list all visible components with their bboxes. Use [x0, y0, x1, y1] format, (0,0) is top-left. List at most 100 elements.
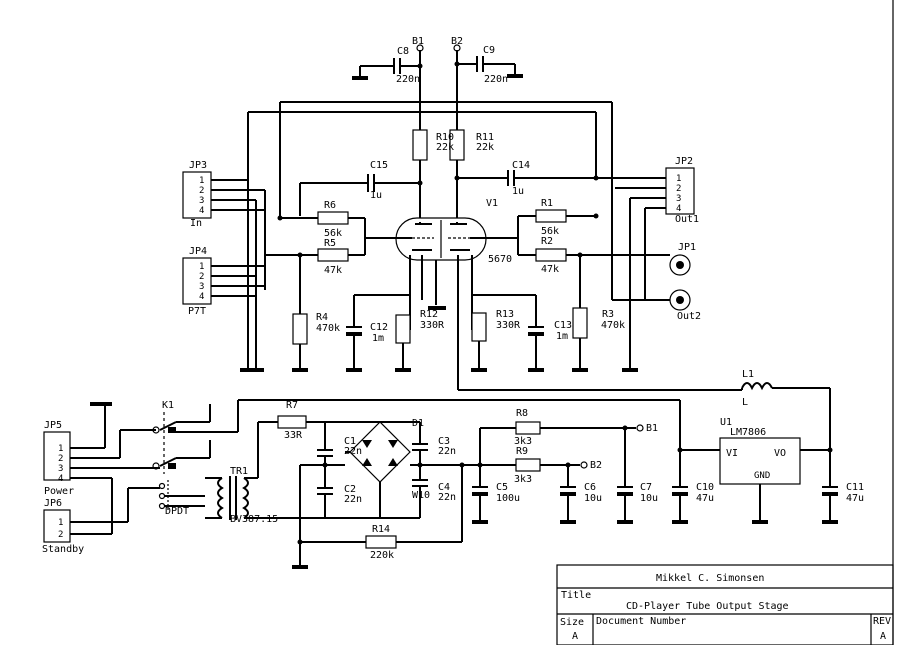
label-u1-vo: VO — [774, 448, 786, 459]
pin-label: 4 — [199, 292, 204, 302]
label-d1-value: W10 — [412, 490, 430, 501]
label-jp5: JP5 — [44, 420, 62, 431]
label-r6: R6 — [324, 200, 336, 211]
label-c14-value: 1u — [512, 186, 524, 197]
label-r14-value: 220k — [370, 550, 394, 561]
label-c4: C4 — [438, 482, 450, 493]
label-c11-value: 47u — [846, 493, 864, 504]
label-r1: R1 — [541, 198, 553, 209]
label-r6-value: 56k — [324, 228, 342, 239]
label-r8: R8 — [516, 408, 528, 419]
label-r7: R7 — [286, 400, 298, 411]
label-b1-out: B1 — [646, 423, 658, 434]
label-r5: R5 — [324, 238, 336, 249]
label-d1: D1 — [412, 418, 424, 429]
label-c7: C7 — [640, 482, 652, 493]
label-c6: C6 — [584, 482, 596, 493]
label-r12-value: 330R — [420, 320, 445, 331]
jp5-connector — [43, 431, 71, 481]
label-r1-value: 56k — [541, 226, 559, 237]
label-b1: B1 — [412, 36, 424, 47]
label-r10-value: 22k — [436, 142, 454, 153]
pin-label: 1 — [58, 444, 63, 454]
jp4-connector — [182, 257, 212, 305]
label-r12: R12 — [420, 309, 438, 320]
label-c12: C12 — [370, 322, 388, 333]
label-b2-out: B2 — [590, 460, 602, 471]
label-r11-value: 22k — [476, 142, 494, 153]
label-c8: C8 — [397, 46, 409, 57]
pin-label: 2 — [199, 272, 204, 282]
title-block-title: CD-Player Tube Output Stage — [626, 601, 789, 612]
label-u1: U1 — [720, 417, 732, 428]
pin-label: 3 — [676, 194, 681, 204]
label-r11: R11 — [476, 132, 494, 143]
label-jp1-name: Out2 — [677, 311, 701, 322]
pin-label: 1 — [676, 174, 681, 184]
label-l1: L1 — [742, 369, 754, 380]
pin-label: 2 — [199, 186, 204, 196]
label-c3-value: 22n — [438, 446, 456, 457]
label-r9-value: 3k3 — [514, 474, 532, 485]
pin-label: 3 — [58, 464, 63, 474]
label-r7-value: 33R — [284, 430, 303, 441]
label-jp3: JP3 — [189, 160, 207, 171]
label-r13: R13 — [496, 309, 514, 320]
label-c15-value: 1u — [370, 190, 382, 201]
pin-label: 2 — [58, 530, 63, 540]
label-r10: R10 — [436, 132, 454, 143]
pin-label: 2 — [676, 184, 681, 194]
label-c8-value: 220n — [396, 74, 420, 85]
jp2-connector — [665, 167, 695, 215]
label-c11: C11 — [846, 482, 864, 493]
label-jp4-name: P7T — [188, 306, 206, 317]
label-c10: C10 — [696, 482, 714, 493]
label-jp6: JP6 — [44, 498, 62, 509]
label-jp3-name: In — [190, 218, 202, 229]
label-c7-value: 10u — [640, 493, 658, 504]
pin-label: 4 — [676, 204, 681, 214]
label-c5-value: 100u — [496, 493, 520, 504]
label-c5: C5 — [496, 482, 508, 493]
pin-label: 4 — [199, 206, 204, 216]
label-v1: V1 — [486, 198, 498, 209]
label-u1-vi: VI — [726, 448, 738, 459]
label-r3-value: 470k — [601, 320, 625, 331]
label-c13-value: 1m — [556, 331, 568, 342]
power-supply — [43, 382, 838, 569]
jp6-connector — [43, 509, 71, 543]
component-labels: B1 B2 C8 220n C9 220n R10 22k R11 22k C1… — [42, 36, 864, 561]
pin-label: 3 — [199, 196, 204, 206]
label-r4: R4 — [316, 312, 328, 323]
title-block-docnum-label: Document Number — [596, 616, 686, 627]
title-block-rev-label: REV — [873, 616, 891, 627]
label-r4-value: 470k — [316, 323, 340, 334]
label-r2-value: 47k — [541, 264, 559, 275]
label-k1: K1 — [162, 400, 174, 411]
label-r3: R3 — [602, 309, 614, 320]
label-c3: C3 — [438, 436, 450, 447]
label-c13: C13 — [554, 320, 572, 331]
label-c6-value: 10u — [584, 493, 602, 504]
title-block: Mikkel C. Simonsen Title CD-Player Tube … — [556, 564, 894, 645]
pin-label: 1 — [58, 518, 63, 528]
label-c14: C14 — [512, 160, 530, 171]
label-r9: R9 — [516, 446, 528, 457]
label-jp5-name: Power — [44, 486, 74, 497]
label-jp1: JP1 — [678, 242, 696, 253]
label-r2: R2 — [541, 236, 553, 247]
label-l1-value: L — [742, 397, 748, 408]
jp3-connector — [182, 171, 212, 219]
jp1-rca-out1 — [669, 254, 691, 276]
label-tr1: TR1 — [230, 466, 248, 477]
pin-label: 2 — [58, 454, 63, 464]
label-jp4: JP4 — [189, 246, 207, 257]
label-r5-value: 47k — [324, 265, 342, 276]
pin-label: 4 — [58, 474, 63, 484]
title-block-title-label: Title — [561, 590, 591, 601]
label-c9-value: 220n — [484, 74, 508, 85]
label-r13-value: 330R — [496, 320, 521, 331]
label-u1-value: LM7806 — [730, 427, 766, 438]
label-c2: C2 — [344, 484, 356, 495]
